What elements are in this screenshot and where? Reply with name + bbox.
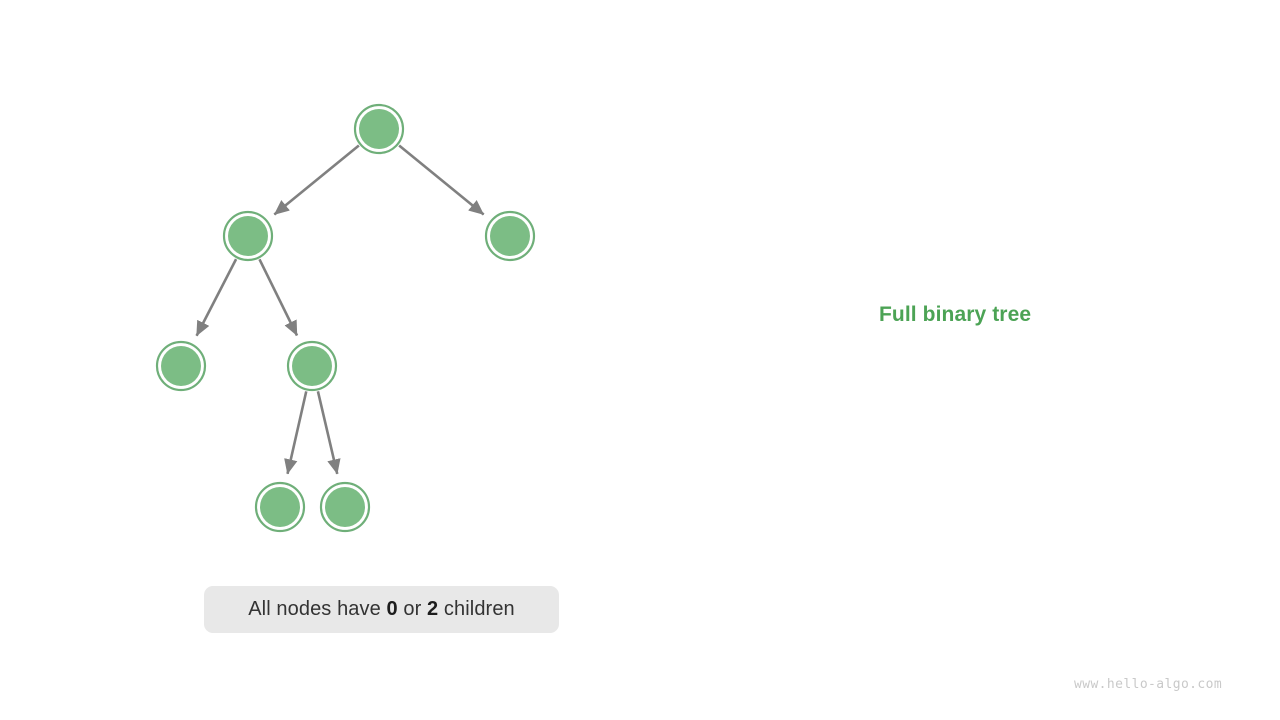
tree-node-white-gap [225,213,271,259]
tree-node-outer-ring [155,340,207,392]
tree-node-fill [260,487,300,527]
caption-bold-two: 2 [427,598,439,620]
tree-node-outer-ring [254,481,306,533]
tree-node-fill [325,487,365,527]
caption-prefix: All nodes have [248,598,387,620]
tree-node-outer-ring [286,340,338,392]
tree-node-outer-ring [353,103,405,155]
tree-edge [316,391,341,475]
tree-edge-layer [195,144,485,475]
tree-edge [273,144,360,216]
diagram-title: Full binary tree [879,303,1032,326]
tree-node-white-gap [257,484,303,530]
tree-node-fill [359,109,399,149]
tree-node-white-gap [322,484,368,530]
tree-node[interactable] [155,340,207,392]
site-watermark: www.hello-algo.com [1074,677,1223,692]
caption-bold-zero: 0 [386,598,398,620]
tree-node[interactable] [286,340,338,392]
tree-node-fill [228,216,268,256]
caption-suffix: children [438,598,515,620]
tree-node[interactable] [484,210,536,262]
tree-node-white-gap [289,343,335,389]
tree-node-outer-ring [222,210,274,262]
tree-node-fill [161,346,201,386]
tree-node[interactable] [319,481,371,533]
tree-node-white-gap [487,213,533,259]
tree-node-fill [490,216,530,256]
tree-node-white-gap [158,343,204,389]
tree-node-layer [155,103,536,533]
tree-edge [398,144,485,216]
tree-node[interactable] [222,210,274,262]
caption-middle: or [397,598,428,620]
tree-node-white-gap [356,106,402,152]
tree-node-outer-ring [484,210,536,262]
caption-text: All nodes have 0 or 2 children [248,598,515,621]
tree-edge [284,391,308,475]
tree-node[interactable] [254,481,306,533]
tree-edge [258,258,299,337]
tree-node-outer-ring [319,481,371,533]
caption-box: All nodes have 0 or 2 children [204,586,559,633]
tree-node-fill [292,346,332,386]
tree-node[interactable] [353,103,405,155]
tree-edge [195,258,238,337]
